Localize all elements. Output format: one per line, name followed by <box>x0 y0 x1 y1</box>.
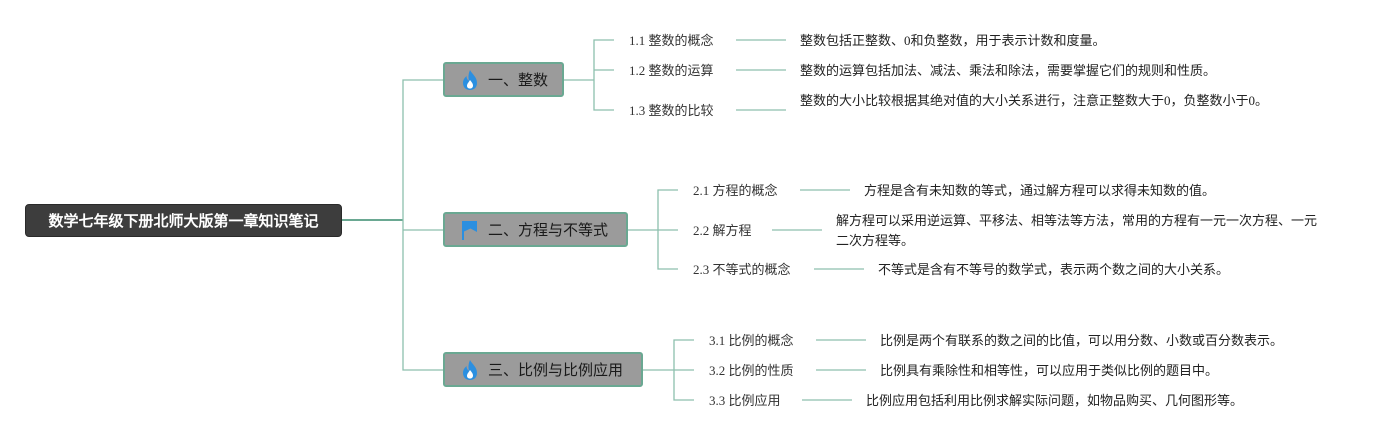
note-2-1[interactable]: 方程是含有未知数的等式，通过解方程可以求得未知数的值。 <box>864 183 1216 198</box>
subtopic-2-3[interactable]: 2.3 不等式的概念 <box>693 262 791 277</box>
root-title: 数学七年级下册北师大版第一章知识笔记 <box>48 212 319 230</box>
subtopic-2-2[interactable]: 2.2 解方程 <box>693 223 752 238</box>
note-2-2[interactable]: 解方程可以采用逆运算、平移法、相等法等方法，常用的方程有一元一次方程、一元二次方… <box>836 213 1318 248</box>
note-1-1[interactable]: 整数包括正整数、0和负整数，用于表示计数和度量。 <box>800 33 1106 48</box>
note-1-2[interactable]: 整数的运算包括加法、减法、乘法和除法，需要掌握它们的规则和性质。 <box>800 63 1217 78</box>
note-3-3[interactable]: 比例应用包括利用比例求解实际问题，如物品购买、几何图形等。 <box>866 393 1244 408</box>
subtopic-1-3[interactable]: 1.3 整数的比较 <box>629 103 714 118</box>
branch-proportions[interactable]: 三、比例与比例应用 <box>443 352 643 387</box>
flame-icon <box>460 359 480 381</box>
flag-icon <box>460 219 480 241</box>
note-2-3[interactable]: 不等式是含有不等号的数学式，表示两个数之间的大小关系。 <box>878 262 1230 277</box>
flame-icon <box>460 69 480 91</box>
subtopic-3-3[interactable]: 3.3 比例应用 <box>709 393 781 408</box>
note-3-2[interactable]: 比例具有乘除性和相等性，可以应用于类似比例的题目中。 <box>880 363 1219 378</box>
subtopic-3-1[interactable]: 3.1 比例的概念 <box>709 333 794 348</box>
note-1-3[interactable]: 整数的大小比较根据其绝对值的大小关系进行，注意正整数大于0，负整数小于0。 <box>800 93 1269 108</box>
subtopic-3-2[interactable]: 3.2 比例的性质 <box>709 363 794 378</box>
branch-equations[interactable]: 二、方程与不等式 <box>443 212 628 247</box>
branch-label: 一、整数 <box>488 71 549 89</box>
subtopic-2-1[interactable]: 2.1 方程的概念 <box>693 183 778 198</box>
root-topic[interactable]: 数学七年级下册北师大版第一章知识笔记 <box>25 204 342 237</box>
branch-label: 三、比例与比例应用 <box>488 361 624 379</box>
branch-label: 二、方程与不等式 <box>488 221 609 239</box>
subtopic-1-1[interactable]: 1.1 整数的概念 <box>629 33 714 48</box>
branch-integers[interactable]: 一、整数 <box>443 62 564 97</box>
subtopic-1-2[interactable]: 1.2 整数的运算 <box>629 63 714 78</box>
note-3-1[interactable]: 比例是两个有联系的数之间的比值，可以用分数、小数或百分数表示。 <box>880 333 1284 348</box>
